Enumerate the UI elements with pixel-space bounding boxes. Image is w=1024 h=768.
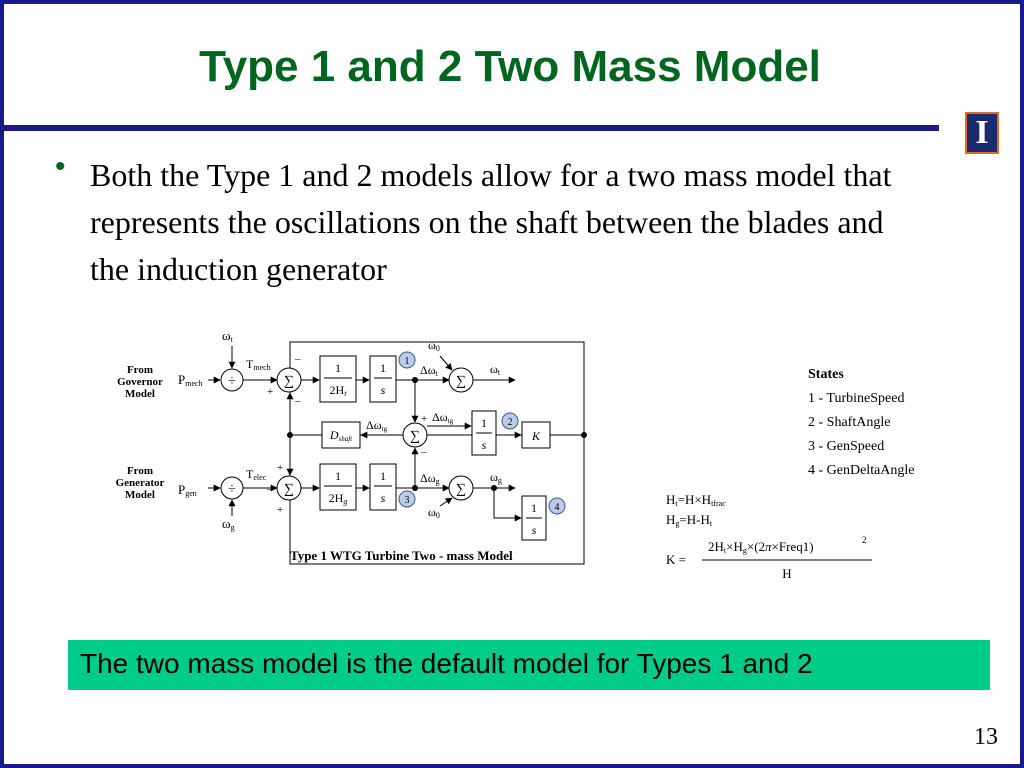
sign-plus-gen-bottom: + <box>277 504 283 516</box>
from-governor-label-2: Governor <box>117 376 163 388</box>
state-marker-3-label: 3 <box>405 495 410 506</box>
integrator-turbine-speed-num: 1 <box>380 361 386 375</box>
sum-symbol-delta-tg: ∑ <box>410 429 420 444</box>
omega-t-input-label: ωt <box>222 328 234 344</box>
state-marker-2 <box>501 412 519 430</box>
integrator-gen-speed <box>369 463 397 511</box>
sum-symbol-omega-g: ∑ <box>456 482 466 497</box>
block-inertia-generator-num: 1 <box>335 469 341 483</box>
state-marker-1-label: 1 <box>405 356 410 367</box>
equation-k-numerator: 2Ht×Hg×(2π×Freq1) <box>708 539 814 555</box>
state-marker-4-label: 4 <box>555 502 560 513</box>
bullet-marker: • <box>55 150 66 183</box>
p-mech-label: Pmech <box>178 372 203 388</box>
integrator-gen-speed-den: s <box>381 491 386 505</box>
sign-minus-center: – <box>294 395 301 407</box>
omega-t-output-label: ωt <box>490 362 501 377</box>
omega-g-output-label: ωg <box>490 470 502 485</box>
state-marker-2-label: 2 <box>508 417 513 428</box>
equation-k-exponent: 2 <box>862 535 867 545</box>
university-block-i-icon: I <box>965 112 999 154</box>
omega-g-input-label: ωg <box>222 516 235 532</box>
sign-minus-top: – <box>294 353 301 365</box>
block-inertia-turbine-den: 2Ht <box>330 383 348 398</box>
equation-ht: Ht=H×Htfrac <box>666 492 726 508</box>
default-model-callout: The two mass model is the default model … <box>68 640 990 690</box>
bullet-text: Both the Type 1 and 2 models allow for a… <box>90 157 892 287</box>
sign-minus-telec: – <box>266 483 273 495</box>
block-shaft-stiffness-label: K <box>531 429 541 443</box>
states-title: States <box>808 367 844 382</box>
sign-plus-tmech: + <box>267 386 273 398</box>
from-generator-label-1: From <box>127 465 153 477</box>
divide-symbol-bottom: ÷ <box>228 482 236 497</box>
omega-0-bottom-label: ω0 <box>428 505 440 520</box>
integrator-shaft-angle-num: 1 <box>481 416 487 430</box>
t-elec-label: Telec <box>246 467 267 482</box>
block-inertia-turbine-num: 1 <box>335 361 341 375</box>
state-marker-3 <box>398 490 416 508</box>
states-item-3: 3 - GenSpeed <box>808 439 884 454</box>
sign-minus-tg: – <box>420 446 427 458</box>
delta-omega-g-label: Δωg <box>420 471 440 486</box>
diagram-caption: Type 1 WTG Turbine Two - mass Model <box>290 548 513 563</box>
delta-omega-tg-left-label: Δωtg <box>366 418 388 433</box>
state-marker-4 <box>548 497 566 515</box>
sum-symbol-generator: ∑ <box>284 482 294 497</box>
p-gen-label: Pgen <box>178 482 197 498</box>
two-mass-block-diagram: From Governor Model From Generator Model… <box>116 328 915 581</box>
slide-frame-top <box>0 0 1024 4</box>
sign-plus-tg: + <box>421 413 427 425</box>
integrator-turbine-speed-den: s <box>381 383 386 397</box>
sum-symbol-omega-t: ∑ <box>456 374 466 389</box>
integrator-gen-delta-angle-num: 1 <box>531 501 537 515</box>
block-shaft-damping <box>321 421 361 449</box>
integrator-shaft-angle-den: s <box>482 438 487 452</box>
omega-0-top-label: ω0 <box>428 338 440 353</box>
sign-plus-gen-top: + <box>277 462 283 474</box>
delta-omega-tg-right-label: Δωtg <box>432 410 454 425</box>
states-item-1: 1 - TurbineSpeed <box>808 391 904 406</box>
slide-frame-right <box>1020 0 1024 768</box>
block-shaft-stiffness <box>521 421 551 449</box>
title-divider <box>4 125 939 131</box>
block-inertia-turbine <box>319 355 357 403</box>
integrator-gen-delta-angle-den: s <box>532 523 537 537</box>
block-inertia-generator <box>319 463 357 511</box>
states-item-4: 4 - GenDeltaAngle <box>808 463 915 478</box>
block-inertia-generator-den: 2Hg <box>329 491 348 506</box>
delta-omega-t-label: Δωt <box>420 363 439 378</box>
slide-frame-bottom <box>0 764 1024 768</box>
callout-text: The two mass model is the default model … <box>80 648 813 679</box>
states-item-2: 2 - ShaftAngle <box>808 415 890 430</box>
junction-omega-g <box>491 485 497 491</box>
equation-k-lhs: K = <box>666 552 686 567</box>
wire-omega0-top <box>439 355 453 371</box>
integrator-gen-speed-num: 1 <box>380 469 386 483</box>
slide-title: Type 1 and 2 Two Mass Model <box>199 42 821 91</box>
from-governor-label-3: Model <box>125 388 155 400</box>
block-shaft-damping-label: Dshaft <box>329 428 353 443</box>
page-number: 13 <box>974 724 998 750</box>
equation-k-denominator: H <box>782 566 791 581</box>
divide-symbol-top: ÷ <box>228 374 236 389</box>
from-generator-label-2: Generator <box>116 477 165 489</box>
from-governor-label-1: From <box>127 364 153 376</box>
equation-hg: Hg=H-Ht <box>666 512 713 528</box>
from-generator-label-3: Model <box>125 489 155 501</box>
integrator-turbine-speed <box>369 355 397 403</box>
wire-omega0-bottom <box>439 497 453 507</box>
t-mech-label: Tmech <box>246 357 271 372</box>
sum-symbol-turbine: ∑ <box>284 374 294 389</box>
logo-glyph: I <box>975 114 989 151</box>
slide-frame-left <box>0 0 4 768</box>
state-marker-1 <box>398 351 416 369</box>
